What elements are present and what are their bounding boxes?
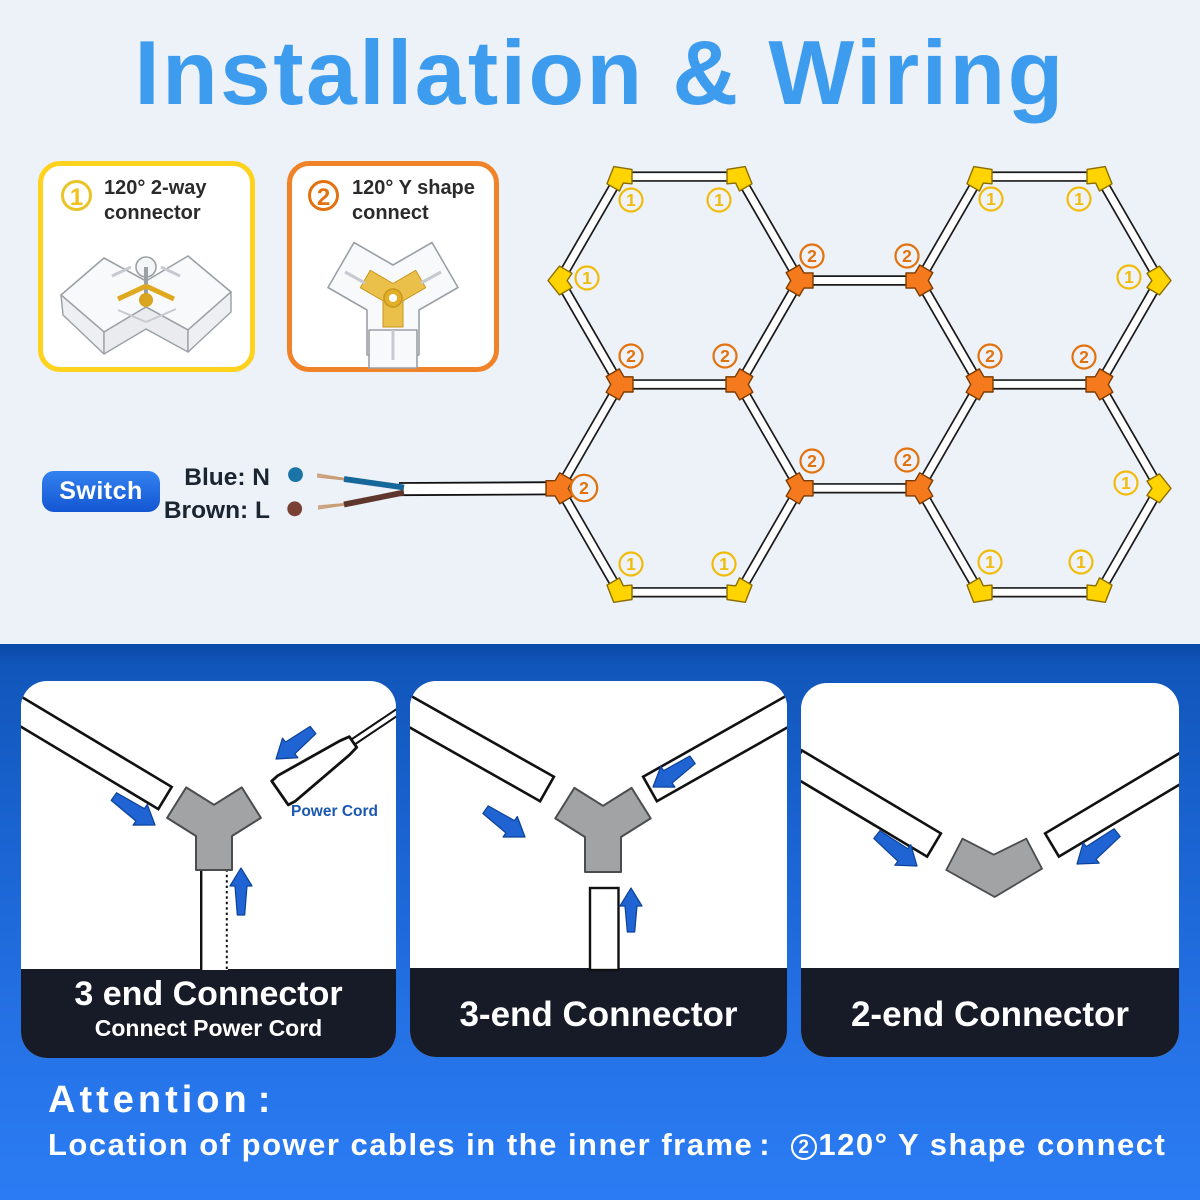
svg-text:2: 2 [807, 246, 817, 266]
svg-text:2: 2 [902, 450, 912, 470]
svg-text:1: 1 [714, 190, 724, 210]
svg-text:2: 2 [626, 346, 636, 366]
svg-text:1: 1 [986, 189, 996, 209]
svg-text:1: 1 [985, 552, 995, 572]
svg-text:1: 1 [582, 268, 592, 288]
svg-text:2: 2 [902, 246, 912, 266]
svg-text:2: 2 [985, 346, 995, 366]
svg-text:2: 2 [807, 451, 817, 471]
svg-text:2: 2 [720, 346, 730, 366]
svg-text:1: 1 [719, 554, 729, 574]
svg-text:1: 1 [1121, 473, 1131, 493]
svg-text:1: 1 [1074, 189, 1084, 209]
svg-text:1: 1 [626, 190, 636, 210]
svg-text:1: 1 [626, 554, 636, 574]
svg-text:2: 2 [1079, 347, 1089, 367]
svg-text:1: 1 [1076, 552, 1086, 572]
svg-text:2: 2 [579, 478, 589, 498]
svg-text:1: 1 [1124, 267, 1134, 287]
